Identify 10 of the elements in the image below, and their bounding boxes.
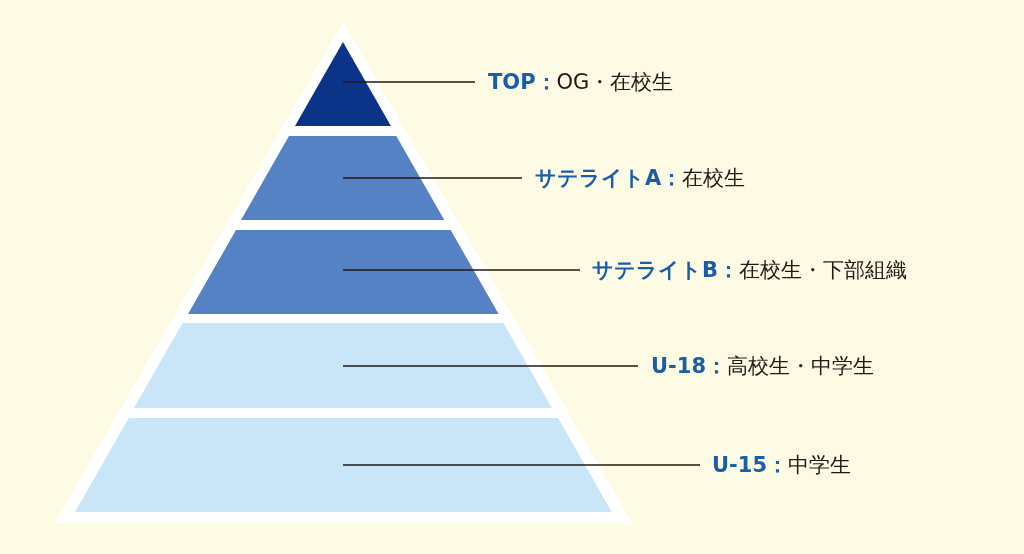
- tier-label: U-18：高校生・中学生: [651, 354, 874, 378]
- leader-line: [342, 269, 581, 271]
- leader-line: [342, 464, 701, 466]
- tier-label: サテライトA：在校生: [535, 166, 746, 190]
- leader-line: [342, 177, 523, 179]
- leader-line: [342, 81, 476, 83]
- tier-label: U-15：中学生: [712, 453, 851, 477]
- tier-label: TOP：OG・在校生: [488, 70, 674, 94]
- tier-label: サテライトB：在校生・下部組織: [592, 258, 907, 282]
- leader-line: [342, 365, 639, 367]
